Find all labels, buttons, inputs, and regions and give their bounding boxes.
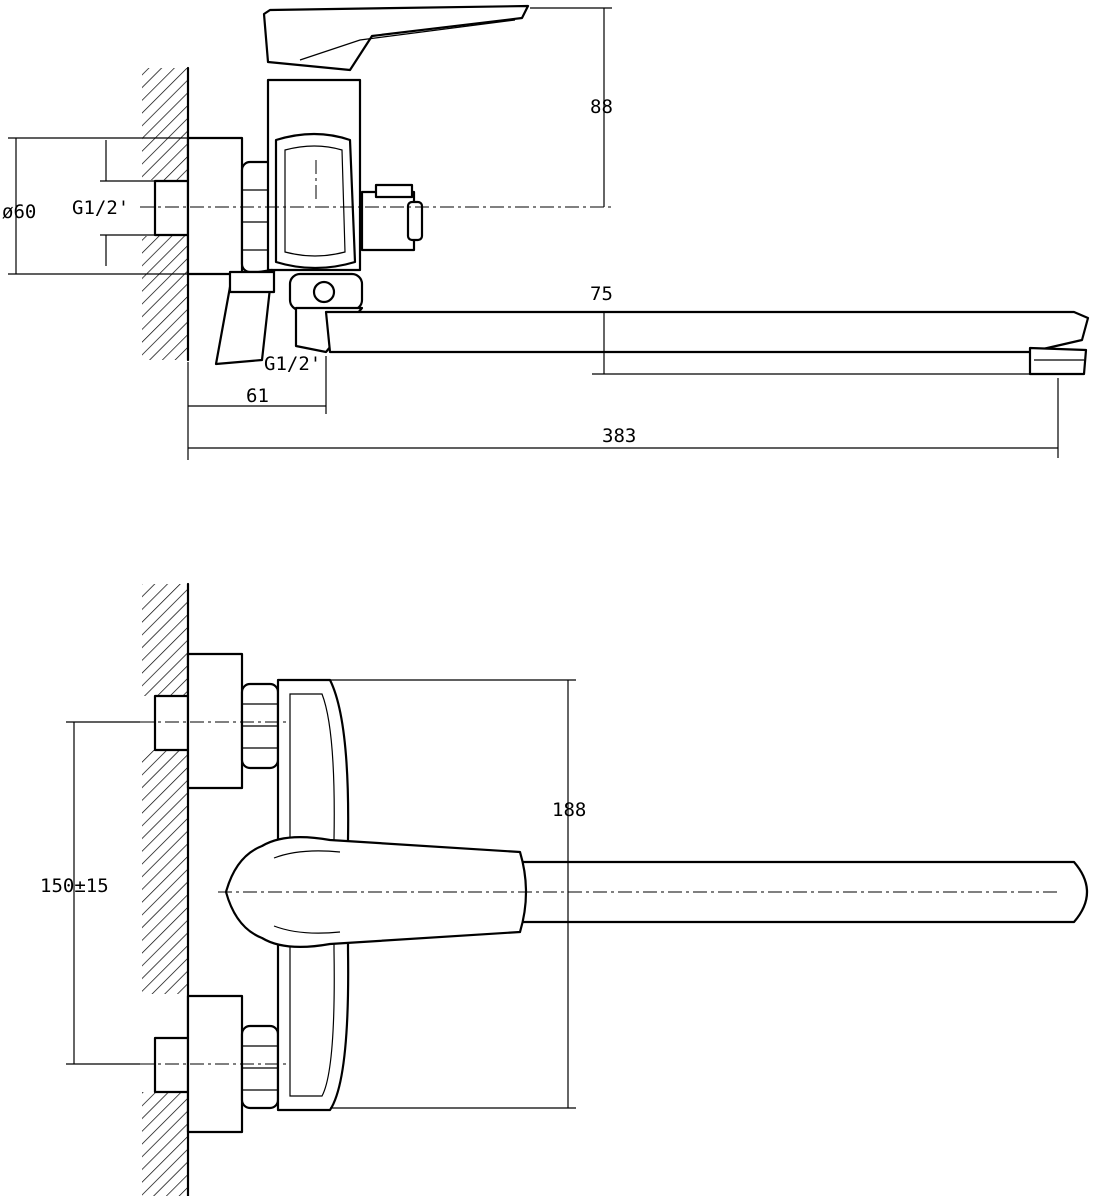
dimension-lines-bottom: [66, 679, 576, 1109]
shower-outlet: [214, 268, 276, 366]
dim-label-383: 383: [602, 425, 636, 447]
side-view: 88 ø60 G1/2' 75 G1/2' 61 383: [2, 4, 1090, 460]
dim-label-diameter-60: ø60: [2, 201, 36, 223]
lever-handle-top: [262, 4, 530, 81]
dimension-lines-top: [8, 7, 1059, 460]
plan-view: 188 150±15: [40, 582, 1088, 1196]
wall-hatch-bottom: [142, 582, 190, 1196]
dim-label-75: 75: [590, 283, 613, 305]
mixer-body-top: [266, 78, 424, 272]
dim-label-88: 88: [590, 96, 613, 118]
wall-hatch-top: [142, 66, 190, 362]
dim-label-150: 150±15: [40, 875, 109, 897]
dim-label-thread-inlet: G1/2': [72, 197, 129, 219]
spout-top: [288, 272, 1090, 376]
dim-label-188: 188: [552, 799, 586, 821]
dim-label-thread-outlet: G1/2': [264, 353, 321, 375]
dim-label-61: 61: [246, 385, 269, 407]
